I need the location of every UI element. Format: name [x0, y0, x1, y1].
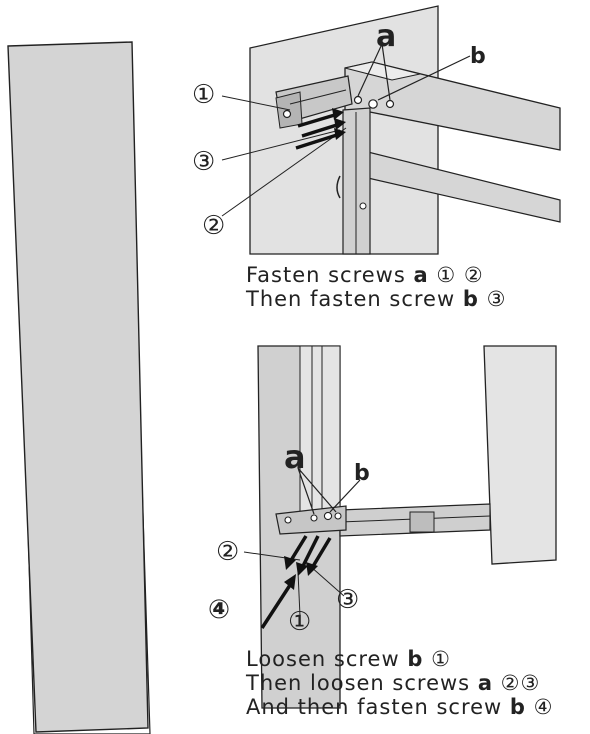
bottom-illustration: [243, 345, 557, 709]
top-hinge-screw-icon: [282, 109, 292, 119]
bottom-callout-1: ①: [288, 607, 311, 637]
top-callout-1: ①: [192, 80, 215, 110]
top-caption-1-tail: ① ②: [436, 263, 484, 287]
bottom-caption-1-text: Loosen screw: [246, 647, 400, 671]
bottom-caption-line-1: Loosen screw b ①: [246, 648, 451, 670]
bottom-caption-2-tail: ②③: [500, 671, 541, 695]
bottom-caption-2-text: Then loosen screws: [246, 671, 471, 695]
top-label-b: b: [470, 44, 486, 69]
bottom-hinge-screw-icon: [284, 516, 292, 524]
top-caption-2-bold: b: [462, 287, 479, 311]
bottom-callout-3: ③: [336, 585, 359, 615]
top-callout-2: ②: [202, 211, 225, 241]
bottom-caption-line-3: And then fasten screw b ④: [246, 696, 553, 718]
top-caption-line-1: Fasten screws a ① ②: [246, 264, 484, 286]
bottom-caption-line-2: Then loosen screws a ②③: [246, 672, 540, 694]
top-caption-line-2: Then fasten screw b ③: [246, 288, 506, 310]
top-illustration: [221, 5, 561, 255]
top-caption-1-bold: a: [413, 263, 429, 287]
bottom-screw-b-icon: [323, 511, 333, 521]
bottom-callout-2: ②: [216, 537, 239, 567]
top-label-a: a: [376, 19, 396, 54]
bottom-label-b: b: [354, 461, 370, 486]
bottom-caption-3-tail: ④: [533, 695, 554, 719]
top-caption-2-tail: ③: [486, 287, 507, 311]
bottom-caption-1-tail: ①: [431, 647, 451, 671]
top-screw-b-icon: [368, 99, 378, 109]
door-panel: [7, 41, 151, 734]
bottom-arrows: [260, 535, 332, 629]
top-callout-3: ③: [192, 147, 215, 177]
top-caption-2-text: Then fasten screw: [246, 287, 456, 311]
top-screw-a-right-icon: [385, 99, 395, 109]
bottom-cabinet-panel: [483, 345, 557, 565]
bottom-caption-2-bold: a: [477, 671, 493, 695]
bottom-caption-3-text: And then fasten screw: [246, 695, 503, 719]
bottom-label-a: a: [284, 438, 306, 476]
bottom-screw-a-right-icon: [334, 512, 342, 520]
bottom-caption-3-bold: b: [509, 695, 526, 719]
bottom-caption-1-bold: b: [407, 647, 424, 671]
bottom-screw-a-left-icon: [310, 514, 318, 522]
top-caption-1-text: Fasten screws: [246, 263, 406, 287]
top-screw-a-left-icon: [353, 95, 363, 105]
bottom-callout-4: ④: [208, 595, 230, 625]
top-arrows: [295, 108, 346, 150]
